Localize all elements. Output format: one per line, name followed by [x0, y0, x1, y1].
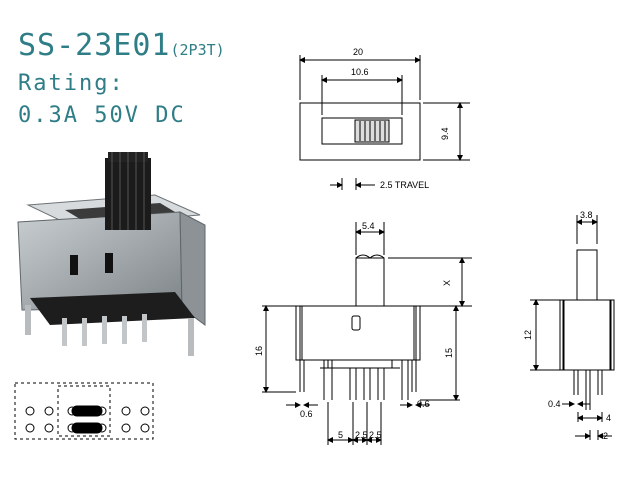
front-actuator-height: X — [442, 280, 452, 286]
front-view — [262, 178, 472, 445]
front-body-height-left: 16 — [254, 346, 264, 356]
top-width-dim: 20 — [353, 47, 363, 57]
side-lead-offset: 4 — [606, 413, 611, 423]
pitch-first: 5 — [338, 430, 343, 440]
switch-photo — [17, 152, 206, 356]
top-view — [299, 55, 470, 161]
front-lead-left: 0.6 — [300, 409, 313, 419]
side-lead-thickness: 0.4 — [548, 399, 561, 409]
side-actuator-width: 3.8 — [580, 210, 593, 220]
side-view — [530, 215, 615, 440]
rating-label: Rating: — [18, 71, 125, 96]
travel-dim: 2.5 TRAVEL — [380, 180, 429, 190]
side-lead-width: 2 — [603, 431, 608, 441]
side-body-height: 12 — [523, 330, 533, 340]
model-number: SS-23E01 — [18, 28, 171, 63]
model-title: SS-23E01(2P3T) — [18, 28, 225, 68]
front-body-height-right: 15 — [444, 348, 454, 358]
title-block: SS-23E01(2P3T) Rating: 0.3A 50V DC — [18, 28, 225, 132]
front-actuator-width: 5.4 — [362, 221, 375, 231]
rating-value: 0.3A 50V DC — [18, 103, 186, 128]
pitch-second: 2.5 — [355, 430, 368, 440]
config-label: (2P3T) — [170, 41, 225, 59]
schematic — [14, 382, 154, 440]
pitch-third: 2.5 — [369, 430, 382, 440]
top-window-dim: 10.6 — [351, 67, 369, 77]
top-height-dim: 9.4 — [440, 127, 450, 140]
front-lead-right: 0.6 — [417, 399, 430, 409]
